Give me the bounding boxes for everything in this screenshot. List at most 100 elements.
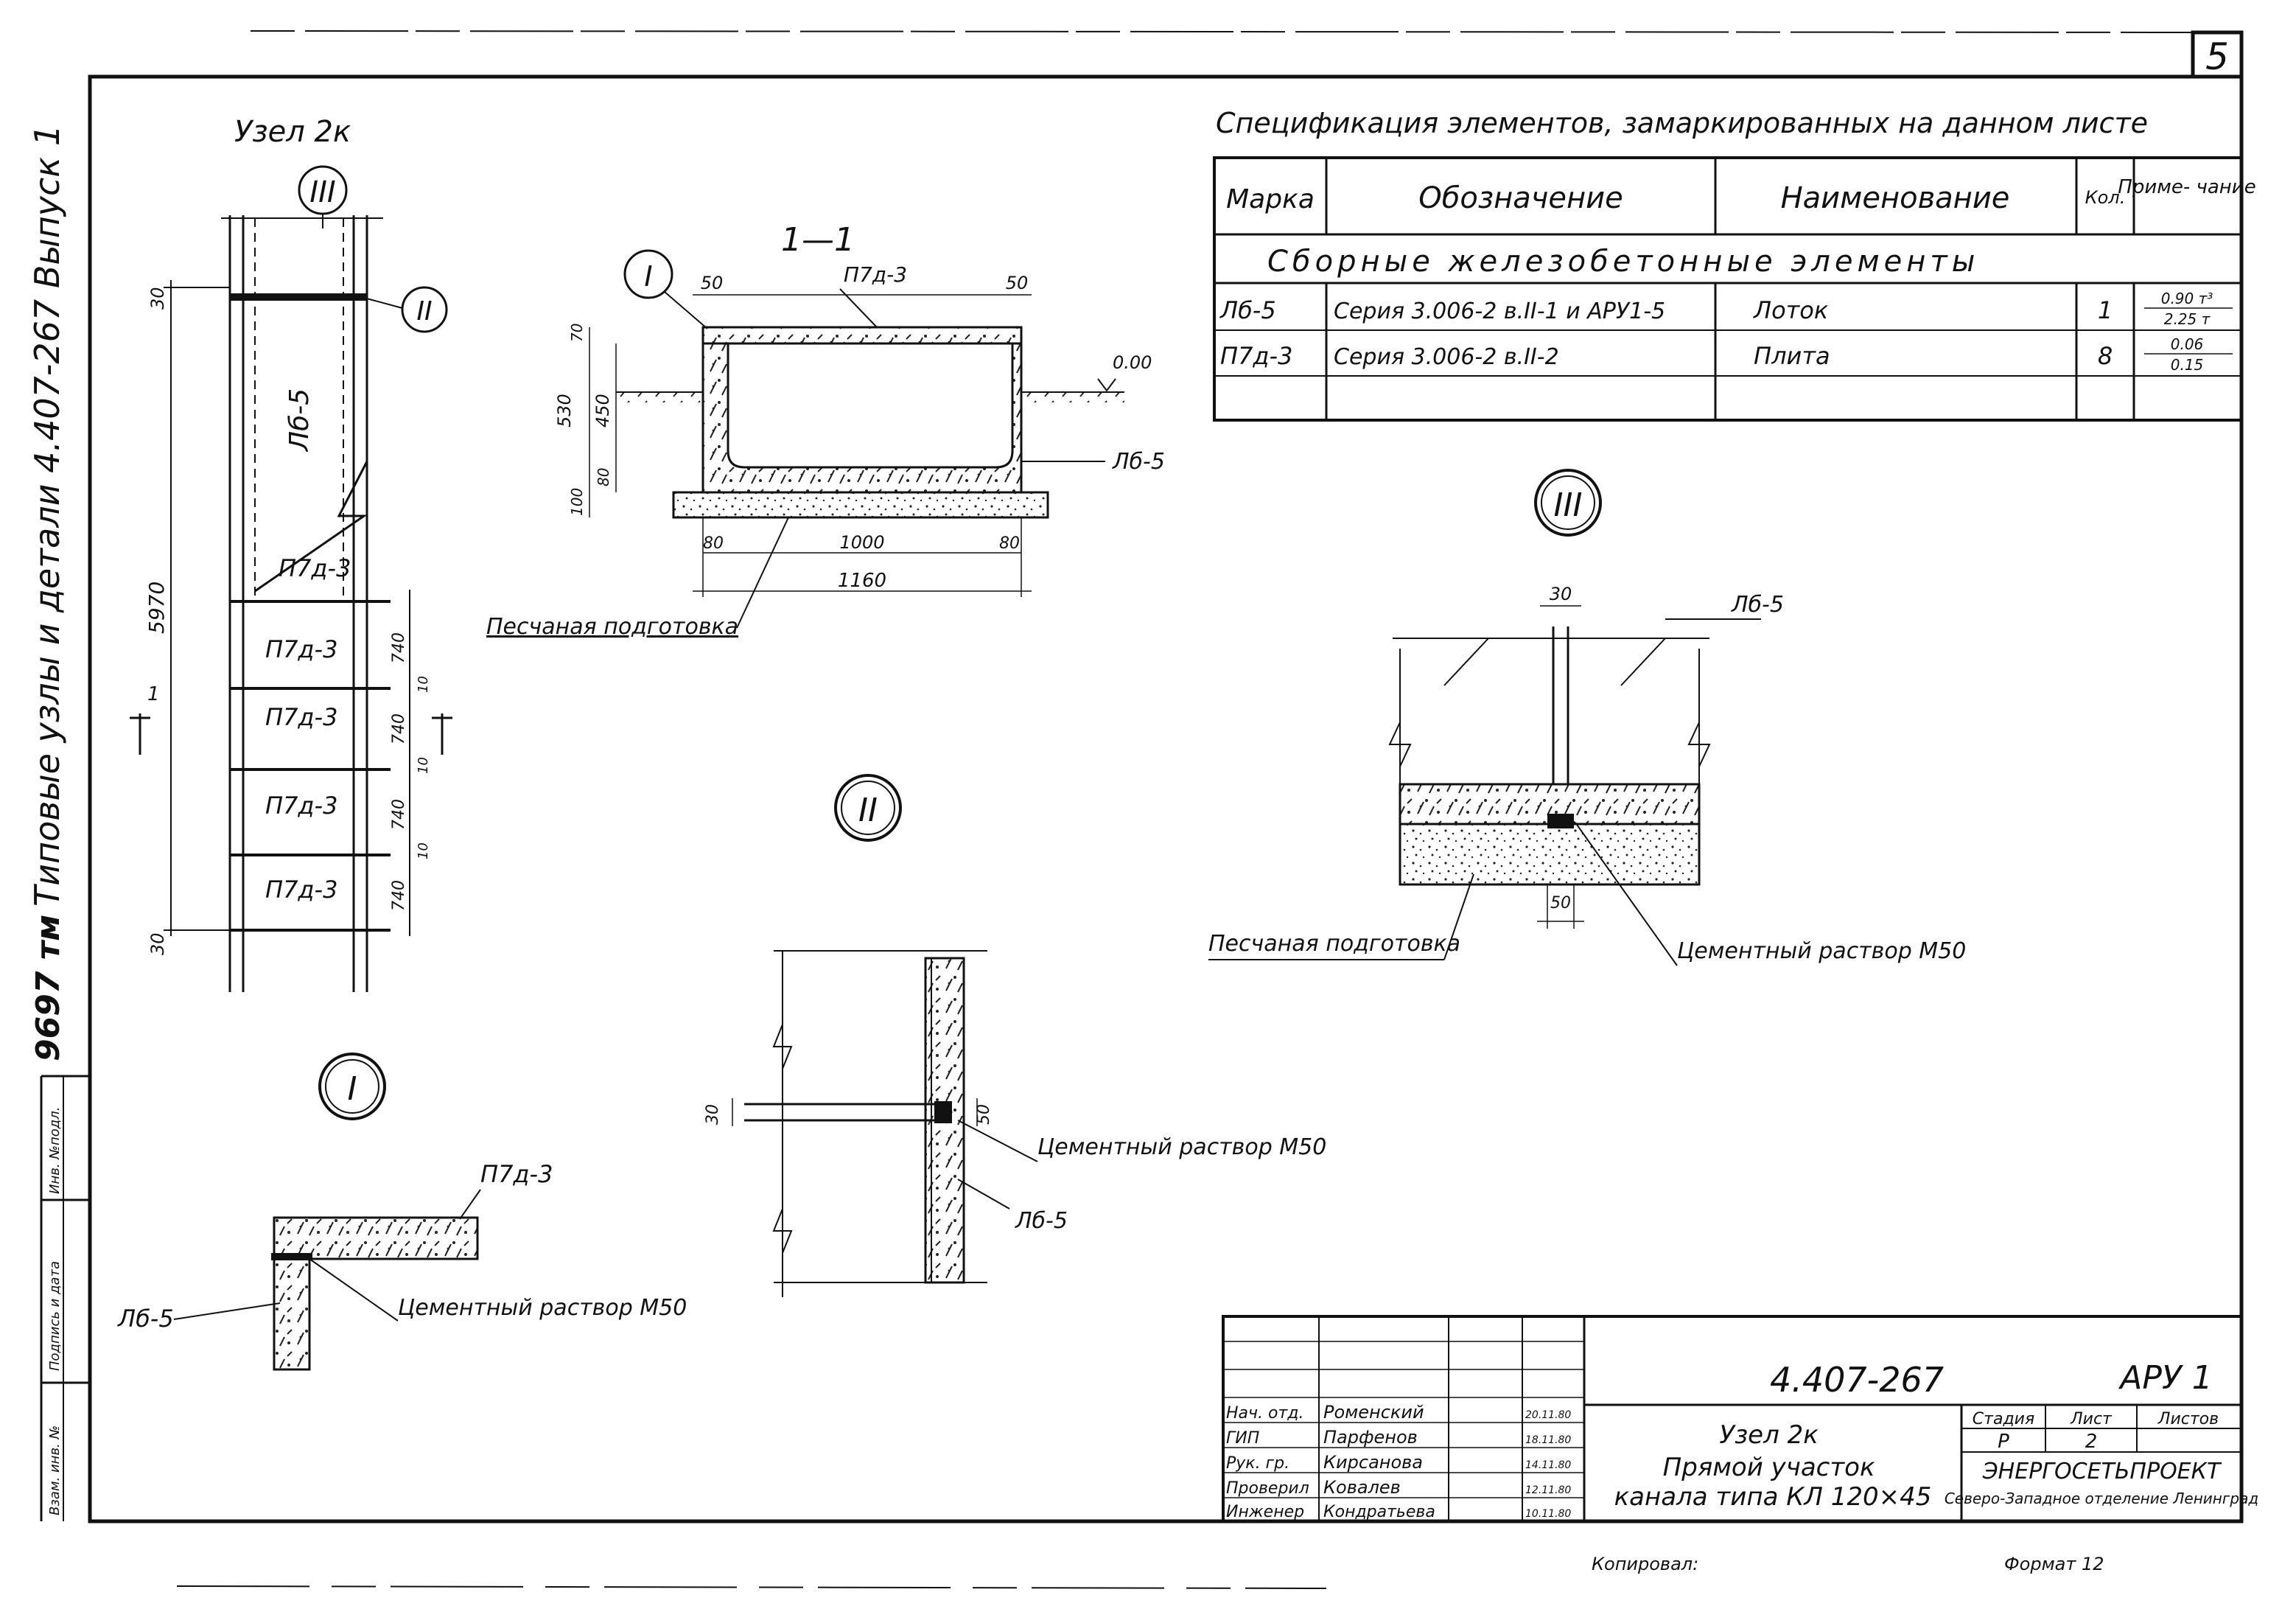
spec-row-0-mark: Лб-5: [1219, 296, 1276, 324]
spec-row-1-note-top: 0.06: [2171, 335, 2204, 353]
spec-header-qty: Кол.: [2085, 187, 2126, 208]
spec-row-1-note-bottom: 0.15: [2171, 356, 2204, 374]
detail-I-callout: I: [348, 1070, 357, 1108]
staff-3-role: Проверил: [1226, 1479, 1309, 1498]
spec-row-1-qty: 8: [2098, 342, 2113, 370]
detail-II-mortar-label: Цементный раствор М50: [1037, 1134, 1326, 1160]
archive-number: 9697 тм: [29, 915, 67, 1061]
section-dim-530: 530: [554, 394, 575, 427]
staff-1-role: ГИП: [1226, 1429, 1259, 1448]
plan-dim-slab-2: 740: [390, 713, 408, 744]
detail-I-tray-mark: Лб-5: [117, 1305, 174, 1333]
detail-II-tray-mark: Лб-5: [1015, 1208, 1068, 1234]
title-stage-label: Стадия: [1973, 1410, 2034, 1428]
plan-section-mark: 1: [147, 683, 160, 705]
section-level: 0.00: [1113, 352, 1152, 373]
spec-row-1-name: Плита: [1754, 342, 1830, 370]
title-sheet-title: Узел 2к Прямой участок канала типа КЛ 12…: [1614, 1420, 1932, 1512]
spec-header-name: Наименование: [1781, 181, 2010, 215]
section-dim-80-left: 80: [703, 534, 724, 553]
title-org-dept: Северо-Западное отделение Ленинград: [1945, 1490, 2258, 1507]
plan-dim-gap-1: 10: [416, 676, 431, 693]
plan-dim-top: 30: [147, 287, 168, 310]
section-callout-I: I: [644, 260, 652, 293]
staff-0-name: Роменский: [1323, 1402, 1424, 1423]
plan-tray-mark: Лб-5: [284, 388, 315, 453]
left-stamp: Типовые узлы и детали 4.407-267 Выпуск 1…: [27, 125, 90, 1521]
staff-3-date: 12.11.80: [1525, 1484, 1571, 1496]
spec-header-designation: Обозначение: [1418, 181, 1623, 215]
staff-0-date: 20.11.80: [1525, 1409, 1571, 1421]
detail-I: I П7д-3 Лб-5 Цементный раствор М50: [117, 1053, 687, 1371]
plan-slab-mark-2: П7д-3: [265, 703, 337, 731]
title-sheets-label: Листов: [2157, 1410, 2219, 1428]
plan-view: Узел 2к III II Лб-5 П7д-3 П7д-3 П7д-3 П7…: [130, 115, 452, 992]
plan-callout-II: II: [416, 296, 432, 327]
sheet-number-box: [2191, 30, 2244, 79]
spec-header-note: Приме- чание: [2118, 176, 2255, 198]
sheet-number: 5: [2205, 35, 2229, 78]
title-org: ЭНЕРГОСЕТЬПРОЕКТ: [1982, 1459, 2222, 1484]
section-slab-mark: П7д-3: [844, 262, 907, 287]
staff-0-role: Нач. отд.: [1226, 1404, 1304, 1423]
plan-callout-III: III: [309, 175, 335, 209]
plan-slab-mark-3: П7д-3: [265, 792, 337, 820]
section-dim-50b: 50: [1006, 273, 1029, 293]
section-dim-80-right: 80: [999, 534, 1020, 553]
section-sand-label: Песчаная подготовка: [486, 614, 738, 640]
title-stage: Р: [1998, 1431, 2009, 1453]
detail-I-slab-mark: П7д-3: [480, 1160, 553, 1188]
spec-row-1-mark: П7д-3: [1220, 342, 1292, 370]
detail-III: III 30 Лб-5 50 Песчаная подготовка Цемен…: [1208, 469, 1966, 966]
staff-2-date: 14.11.80: [1525, 1459, 1571, 1471]
plan-dim-slab-1: 740: [390, 632, 408, 663]
staff-3-name: Ковалев: [1323, 1477, 1401, 1498]
section-1-1: 1—1 I 0.00 50 50 П7д-3 70 530 450 80 100: [486, 221, 1165, 640]
detail-II-dim-right: 50: [975, 1104, 993, 1125]
detail-II-dim-left: 30: [704, 1104, 722, 1125]
detail-III-dim-top: 30: [1550, 584, 1572, 604]
section-dim-1000: 1000: [839, 532, 884, 553]
title-line-2: Прямой участок: [1663, 1453, 1875, 1482]
section-dim-80: 80: [595, 468, 612, 486]
spec-title: Спецификация элементов, замаркированных …: [1216, 107, 2148, 139]
section-title: 1—1: [781, 221, 855, 259]
series-title: Типовые узлы и детали 4.407-267 Выпуск 1: [27, 125, 67, 907]
staff-4-name: Кондратьева: [1323, 1503, 1435, 1521]
copied-by: Копировал:: [1592, 1554, 1698, 1574]
title-line-3: канала типа КЛ 120×45: [1614, 1482, 1932, 1512]
plan-slab-mark-4: П7д-3: [265, 876, 337, 904]
detail-II: II 30 50 Цементный раствор М50 Лб-5: [704, 774, 1326, 1297]
detail-I-mortar-label: Цементный раствор М50: [398, 1295, 687, 1321]
plan-dim-gap-2: 10: [416, 757, 431, 774]
staff-4-role: Инженер: [1226, 1503, 1304, 1521]
staff-1-date: 18.11.80: [1525, 1434, 1571, 1446]
plan-dim-total: 5970: [144, 582, 169, 634]
title-block: 4.407-267 АРУ 1 Нач. отд. Роменский 20.1…: [1222, 1315, 2258, 1574]
spec-row-1-designation: Серия 3.006-2 в.II-2: [1334, 344, 1559, 370]
title-album: АРУ 1: [2118, 1359, 2212, 1397]
staff-2-role: Рук. гр.: [1226, 1454, 1289, 1473]
plan-slab-mark-0: П7д-3: [279, 554, 351, 582]
plan-slab-mark-1: П7д-3: [265, 635, 337, 663]
detail-III-mortar-label: Цементный раствор М50: [1677, 938, 1966, 964]
spec-header-mark: Марка: [1226, 184, 1315, 214]
detail-III-dim-bottom: 50: [1550, 894, 1571, 912]
plan-dim-slab-3: 740: [390, 799, 408, 830]
section-dim-100: 100: [568, 488, 586, 516]
stamp-label-sign: Подпись и дата: [47, 1261, 63, 1371]
spec-row-0-qty: 1: [2098, 296, 2113, 324]
detail-III-tray-mark: Лб-5: [1731, 592, 1784, 618]
section-dim-1160: 1160: [838, 570, 886, 592]
specification-table: Спецификация элементов, замаркированных …: [1213, 107, 2256, 422]
spec-row-0-designation: Серия 3.006-2 в.II-1 и АРУ1-5: [1334, 299, 1665, 324]
section-dim-50a: 50: [701, 273, 724, 293]
staff-2-name: Кирсанова: [1323, 1452, 1423, 1473]
section-dim-70: 70: [568, 324, 586, 342]
spec-group: Сборные железобетонные элементы: [1267, 245, 1979, 279]
staff-4-date: 10.11.80: [1525, 1508, 1571, 1520]
title-sheet-label: Лист: [2070, 1410, 2113, 1428]
title-line-1: Узел 2к: [1719, 1420, 1819, 1450]
stamp-label-inv: Инв. №подл.: [47, 1107, 63, 1194]
